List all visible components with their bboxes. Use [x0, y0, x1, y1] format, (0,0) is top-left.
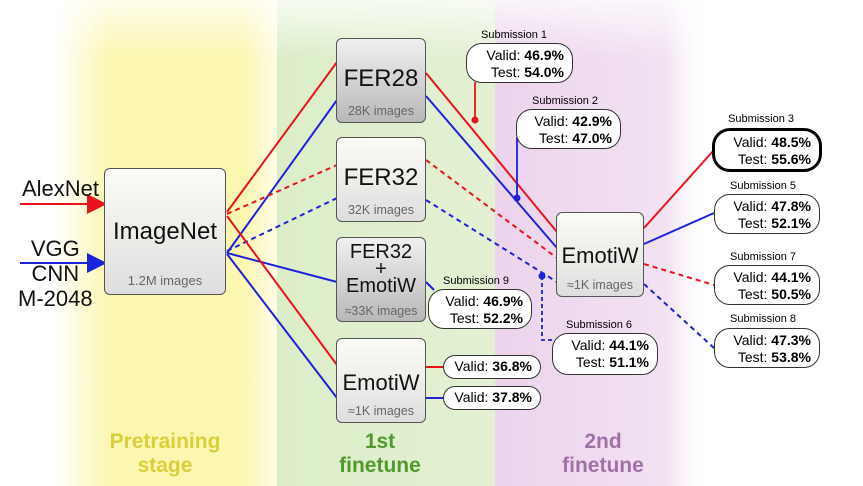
submission-9-result: Valid: 46.9% Test: 52.2%	[428, 289, 532, 329]
line-imagenet-emotiw-alexnet	[226, 215, 338, 366]
submission-6-result: Valid: 44.1% Test: 51.1%	[552, 333, 658, 375]
line-imagenet-fer32-alexnet	[226, 164, 338, 215]
submission-8-result: Valid: 47.3% Test: 53.8%	[714, 328, 820, 368]
submission-3-result: Valid: 48.5% Test: 55.6%	[712, 128, 822, 172]
fer28-box: FER28 28K images	[336, 38, 426, 123]
emotiw-second-title: EmotiW	[561, 243, 639, 268]
emotiw-alexnet-valid: 36.8%	[492, 358, 532, 374]
line-emotiw-sub3	[643, 149, 715, 229]
first-finetune-label: 1st finetune	[339, 430, 421, 477]
fer32-emotiw-title: FER32 + EmotiW	[346, 241, 416, 297]
submission-7-valid: 44.1%	[771, 269, 811, 285]
valid-label: Valid:	[733, 134, 768, 150]
vgg-cnn-label: VGG CNN M-2048	[18, 236, 93, 311]
connector-submission-6	[541, 276, 553, 341]
test-label: Test:	[737, 215, 768, 231]
pretraining-stage-label: Pretraining stage	[109, 430, 221, 477]
fer32-sub: 32K images	[347, 203, 414, 217]
submission-5-valid: 47.8%	[771, 198, 811, 214]
test-label: Test:	[449, 310, 480, 326]
line-emotiw-sub7	[643, 263, 715, 286]
line-imagenet-emotiw-vgg	[226, 253, 338, 399]
test-label: Test:	[737, 349, 768, 365]
submission-8-title: Submission 8	[730, 313, 797, 325]
emotiw-second-box: EmotiW ≈1K images	[556, 212, 644, 297]
submission-5-title: Submission 5	[730, 180, 797, 192]
imagenet-box: ImageNet 1.2M images	[104, 168, 226, 295]
valid-label: Valid:	[454, 358, 489, 374]
submission-2-test: 47.0%	[572, 130, 612, 146]
line-emotiw-sub8	[643, 283, 715, 349]
fer32-title: FER32	[343, 164, 419, 191]
submission-2-title: Submission 2	[532, 95, 599, 107]
emotiw-vgg-result: Valid: 37.8%	[443, 386, 541, 410]
line-emotiw-sub5	[643, 212, 715, 245]
alexnet-label: AlexNet	[22, 176, 100, 201]
emotiw-alexnet-result: Valid: 36.8%	[443, 355, 541, 379]
valid-label: Valid:	[534, 113, 569, 129]
submission-8-test: 53.8%	[771, 349, 811, 365]
valid-label: Valid:	[733, 332, 768, 348]
submission-1-valid: 46.9%	[524, 47, 564, 63]
test-label: Test:	[737, 151, 768, 167]
submission-7-result: Valid: 44.1% Test: 50.5%	[714, 265, 820, 305]
valid-label: Valid:	[733, 269, 768, 285]
line-fer32-emotiw-vgg	[425, 199, 558, 283]
submission-6-test: 51.1%	[609, 354, 649, 370]
submission-3-test: 55.6%	[771, 151, 811, 167]
line-fer28-emotiw-vgg	[425, 95, 558, 249]
submission-6-title: Submission 6	[566, 319, 633, 331]
submission-9-test: 52.2%	[483, 310, 523, 326]
fer32-box: FER32 32K images	[336, 137, 426, 222]
line-fer32-emotiw-alexnet	[425, 159, 558, 259]
submission-3-valid: 48.5%	[771, 134, 811, 150]
submission-2-valid: 42.9%	[572, 113, 612, 129]
emotiw-second-sub: ≈1K images	[567, 278, 633, 292]
emotiw-vgg-valid: 37.8%	[492, 389, 532, 405]
imagenet-sub: 1.2M images	[127, 273, 203, 288]
test-label: Test:	[490, 64, 521, 80]
test-label: Test:	[538, 130, 569, 146]
submission-7-test: 50.5%	[771, 286, 811, 302]
line-imagenet-fer28-alexnet	[226, 61, 338, 213]
line-imagenet-fer28-vgg	[226, 99, 338, 254]
fer28-title: FER28	[343, 65, 419, 92]
submission-2-result: Valid: 42.9% Test: 47.0%	[516, 109, 621, 149]
fer32-emotiw-sub: ≈33K images	[344, 304, 418, 318]
submission-5-result: Valid: 47.8% Test: 52.1%	[714, 194, 820, 234]
emotiw-first-title: EmotiW	[342, 370, 420, 395]
submission-1-test: 54.0%	[524, 64, 564, 80]
valid-label: Valid:	[733, 198, 768, 214]
valid-label: Valid:	[454, 389, 489, 405]
line-imagenet-fer32emotiw-vgg	[226, 252, 338, 283]
valid-label: Valid:	[445, 293, 480, 309]
submission-7-title: Submission 7	[730, 251, 797, 263]
test-label: Test:	[575, 354, 606, 370]
submission-6-valid: 44.1%	[609, 337, 649, 353]
submission-5-test: 52.1%	[771, 215, 811, 231]
emotiw-first-box: EmotiW ≈1K images	[336, 338, 426, 423]
valid-label: Valid:	[486, 47, 521, 63]
submission-1-result: Valid: 46.9% Test: 54.0%	[466, 43, 573, 83]
second-finetune-label: 2nd finetune	[562, 430, 644, 477]
imagenet-title: ImageNet	[112, 218, 218, 245]
submission-3-title: Submission 3	[728, 113, 795, 125]
fer32-emotiw-box: FER32 + EmotiW ≈33K images	[336, 237, 426, 322]
submission-1-title: Submission 1	[481, 29, 548, 41]
fer28-sub: 28K images	[347, 104, 414, 118]
submission-8-valid: 47.3%	[771, 332, 811, 348]
test-label: Test:	[737, 286, 768, 302]
line-fer28-emotiw-alexnet	[425, 72, 558, 233]
submission-9-valid: 46.9%	[483, 293, 523, 309]
emotiw-first-sub: ≈1K images	[348, 404, 414, 418]
valid-label: Valid:	[571, 337, 606, 353]
submission-9-title: Submission 9	[443, 275, 510, 287]
line-fer32emotiw-sub9	[425, 281, 435, 291]
